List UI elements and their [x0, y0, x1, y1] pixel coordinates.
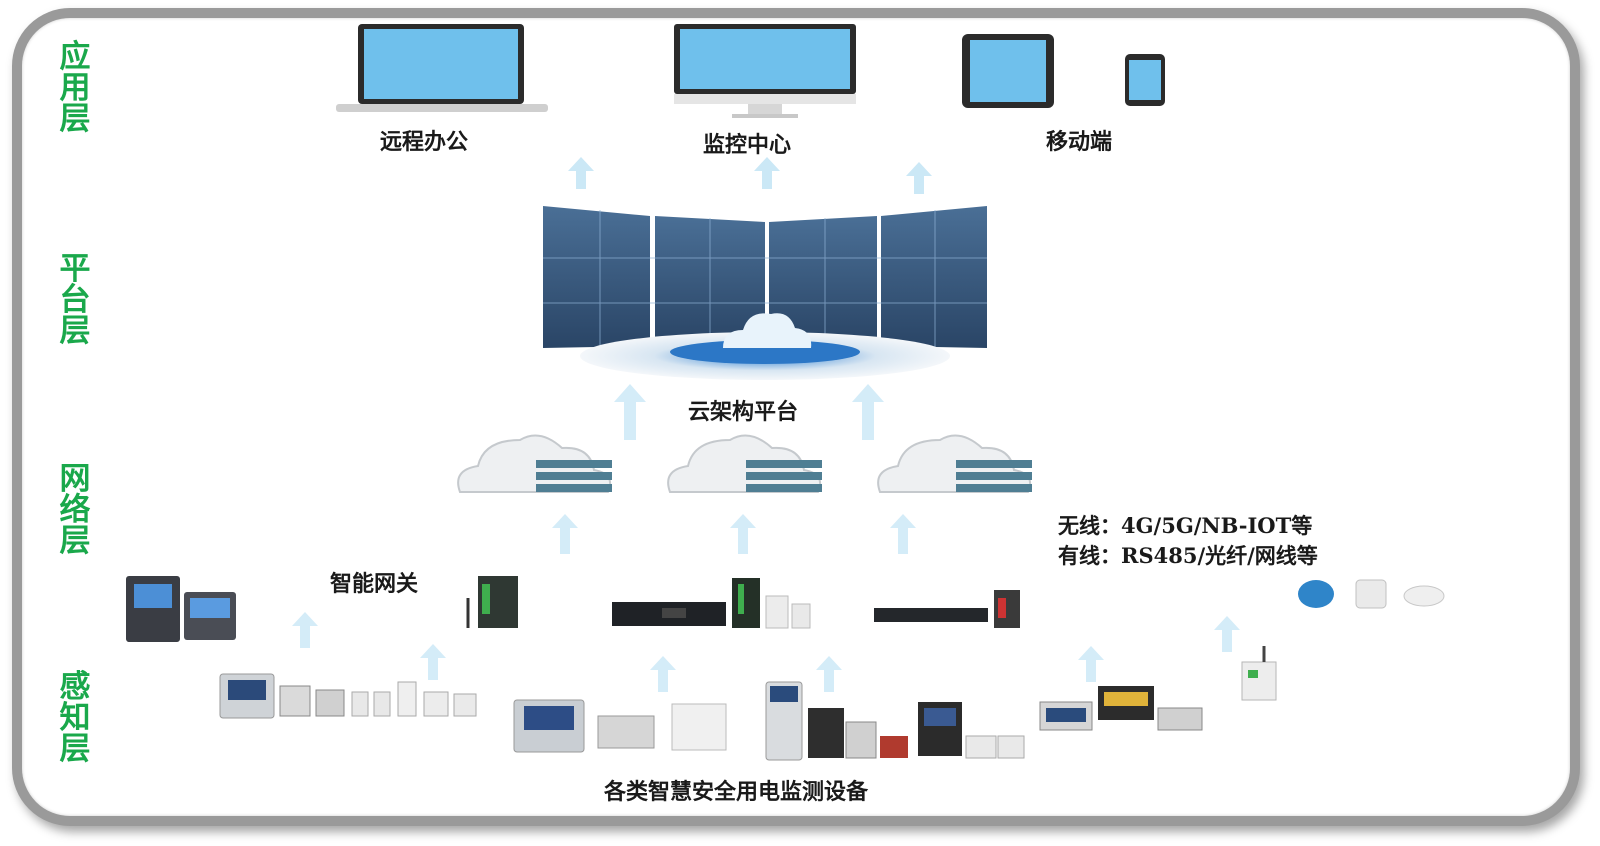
layer-label-application: 应用层 [50, 42, 100, 135]
label-wireless: 无线：4G/5G/NB-IOT等 [1058, 513, 1313, 538]
layer-label-platform: 平台层 [50, 254, 100, 347]
monitoring-devices-group-icon [765, 681, 1025, 761]
up-arrow-icon [816, 656, 842, 692]
up-arrow-icon [614, 384, 646, 440]
layer-perception-text: 感知层 [59, 669, 91, 767]
label-remote-office: 远程办公 [380, 129, 469, 155]
gateway-device-icon [994, 590, 1020, 628]
layer-platform-text: 平台层 [59, 251, 91, 349]
label-mobile: 移动端 [1046, 129, 1113, 155]
up-arrow-icon [754, 157, 780, 189]
monitoring-devices-group-icon [219, 673, 477, 719]
up-arrow-icon [292, 612, 318, 648]
up-arrow-icon [552, 514, 578, 554]
label-monitor-center: 监控中心 [703, 132, 792, 158]
label-wired: 有线：RS485/光纤/网线等 [1058, 543, 1318, 568]
up-arrow-icon [906, 162, 932, 194]
up-arrow-icon [890, 514, 916, 554]
tablet-icon [962, 34, 1054, 108]
rack-gateway-icon [612, 602, 726, 626]
label-gateway: 智能网关 [330, 571, 419, 597]
network-cloud-icon [877, 434, 1032, 493]
network-cloud-icon [667, 434, 822, 493]
up-arrow-icon [1214, 616, 1240, 652]
sensor-devices-icon [1298, 579, 1445, 609]
label-cloud-platform: 云架构平台 [688, 399, 799, 425]
rack-gateway-icon [874, 608, 988, 622]
network-cloud-icon [457, 434, 612, 493]
up-arrow-icon [568, 157, 594, 189]
layer-application-text: 应用层 [59, 39, 91, 137]
gateway-device-icon [466, 576, 518, 628]
wireless-sensor-icon [1241, 646, 1277, 701]
laptop-icon [336, 24, 548, 112]
up-arrow-icon [1078, 646, 1104, 682]
up-arrow-icon [730, 514, 756, 554]
up-arrow-icon [852, 384, 884, 440]
cloud-platform-display-icon [543, 206, 987, 380]
monitor-icon [674, 24, 856, 118]
up-arrow-icon [420, 644, 446, 680]
protection-device-icon [126, 576, 236, 642]
layer-label-perception: 感知层 [50, 672, 100, 765]
label-monitoring-devices: 各类智慧安全用电监测设备 [604, 779, 869, 805]
monitoring-devices-group-icon [513, 699, 727, 753]
phone-icon [1125, 54, 1165, 106]
monitoring-devices-group-icon [1039, 686, 1203, 731]
layer-label-network: 网络层 [50, 464, 100, 557]
layer-network-text: 网络层 [59, 461, 91, 559]
up-arrow-icon [650, 656, 676, 692]
gateway-modules-icon [732, 578, 811, 629]
